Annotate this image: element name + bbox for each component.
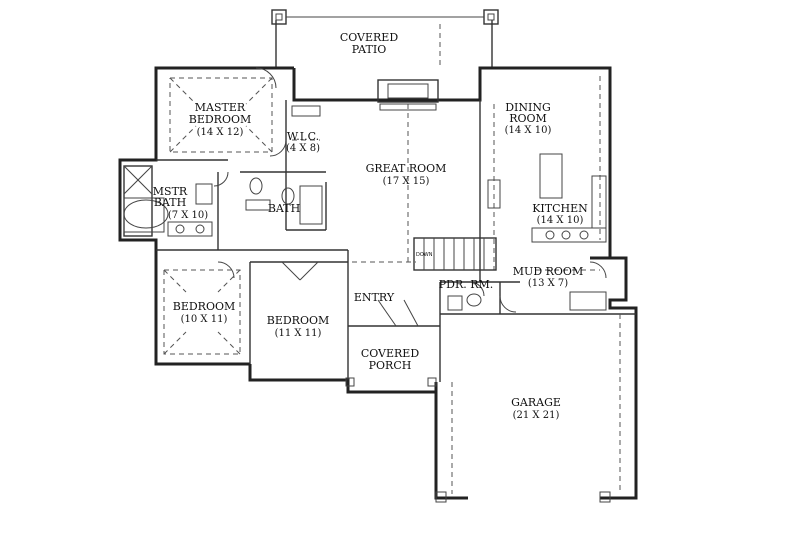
kitchen-counter — [531, 227, 607, 243]
covered-patio-label-2: PATIO — [352, 43, 386, 56]
room-labels: COVERED PATIO MASTER BEDROOM (14 X 12) W… — [153, 31, 588, 421]
garage-dims: (21 X 21) — [513, 410, 560, 421]
bedroom-left-label: BEDROOM — [173, 300, 236, 313]
fridge — [487, 179, 501, 209]
fireplace — [377, 79, 439, 103]
bench — [569, 291, 607, 311]
covered-patio — [271, 9, 499, 68]
stairs: DOWN — [413, 237, 497, 271]
mud-room-label: MUD ROOM — [513, 265, 583, 278]
bath-label: BATH — [268, 202, 300, 215]
covered-porch-label-2: PORCH — [369, 359, 412, 372]
master-bedroom-label-1: MASTER — [195, 101, 246, 114]
great-room-label: GREAT ROOM — [366, 162, 447, 175]
bedroom-left-dims: (10 X 11) — [181, 314, 228, 325]
mud-room-dims: (13 X 7) — [528, 278, 568, 289]
kitchen-dims: (14 X 10) — [537, 215, 584, 226]
kitchen-island — [539, 153, 563, 199]
toilet-icon — [249, 177, 263, 195]
mstr-bath-dims: (7 X 10) — [168, 210, 208, 221]
master-bedroom-dims: (14 X 12) — [197, 127, 244, 138]
dining-room-label-2: ROOM — [509, 112, 547, 125]
covered-porch-label-1: COVERED — [361, 347, 420, 360]
dining-room-label-1: DINING — [505, 101, 551, 114]
garage-label: GARAGE — [511, 396, 561, 409]
shower — [195, 183, 213, 205]
bath-tub-2 — [299, 185, 323, 225]
dining-room-dims: (14 X 10) — [505, 125, 552, 136]
mstr-bath-label-1: MSTR — [153, 185, 188, 198]
vanity — [167, 221, 213, 237]
ceiling-lines — [163, 76, 621, 494]
pdr-toilet-icon — [466, 293, 482, 307]
patio-post-right — [483, 9, 499, 25]
great-room-dims: (17 X 15) — [383, 176, 430, 187]
wic-dims: (4 X 8) — [286, 143, 320, 154]
pdr-rm-label: PDR. RM. — [439, 278, 494, 291]
bedroom-center-dims: (11 X 11) — [275, 328, 322, 339]
doors — [213, 67, 607, 327]
stair-down-label: DOWN — [416, 252, 433, 258]
fixtures: DOWN — [123, 79, 611, 503]
covered-patio-label-1: COVERED — [340, 31, 399, 44]
entry-label: ENTRY — [354, 291, 395, 304]
patio-post-left — [271, 9, 287, 25]
wic-label: W.I.C. — [287, 130, 319, 143]
bedroom-center-label: BEDROOM — [267, 314, 330, 327]
mstr-bath-label-2: BATH — [154, 196, 186, 209]
master-bedroom-label-2: BEDROOM — [189, 113, 252, 126]
interior-walls — [156, 100, 636, 382]
kitchen-label: KITCHEN — [532, 202, 588, 215]
